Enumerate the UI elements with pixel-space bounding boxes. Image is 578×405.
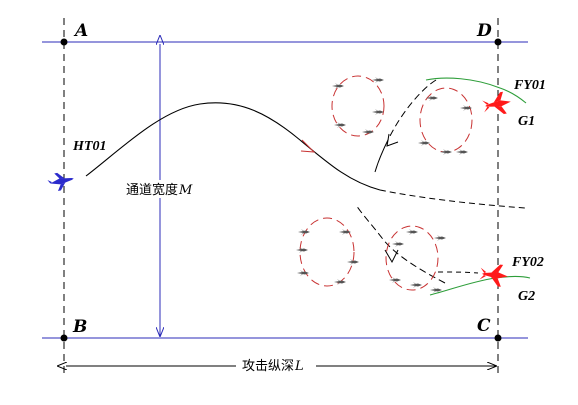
defender-2-aircraft-icon: [479, 264, 508, 287]
channel-width-label: 通道宽度M: [126, 182, 193, 198]
corner-label-d: D: [476, 21, 492, 41]
attacker-aircraft-icon: [47, 172, 74, 192]
patrol-orbit-upper-left: [331, 75, 385, 137]
interceptor-2-path: [355, 204, 446, 284]
corner-dot-c: [494, 334, 502, 342]
attacker-flight-path: [85, 102, 381, 191]
defender-2-lead-line: [437, 271, 479, 274]
path-direction-arrow-icon: [300, 139, 316, 153]
corner-dot-a: [60, 38, 68, 46]
patrol-orbit-lower-right: [385, 225, 446, 293]
interceptor-1-arrow-icon: [386, 133, 399, 147]
corner-label-b: B: [72, 317, 87, 337]
attacker-projected-path: [379, 189, 526, 209]
corner-dot-d: [494, 38, 502, 46]
defender-1-label: FY01: [513, 78, 546, 93]
defender-2-label: FY02: [511, 255, 544, 270]
patrol-orbit-lower-left: [296, 217, 359, 287]
defender-1-track: [425, 77, 527, 104]
corner-label-c: C: [477, 316, 491, 336]
interceptor-2-arrow-icon: [384, 249, 399, 264]
attacker-label: HT01: [72, 139, 106, 154]
defender-1-aircraft-icon: [482, 91, 511, 114]
corner-dot-b: [60, 334, 68, 342]
interceptor-1-path-lower: [374, 139, 389, 173]
patrol-orbit-upper-right: [418, 87, 473, 155]
group-1-label: G1: [518, 114, 535, 129]
defender-2-track: [429, 275, 531, 296]
attack-depth-label: 攻击纵深L: [242, 359, 304, 374]
interceptor-1-path: [387, 79, 437, 141]
corner-label-a: A: [73, 21, 88, 41]
group-2-label: G2: [518, 289, 535, 304]
